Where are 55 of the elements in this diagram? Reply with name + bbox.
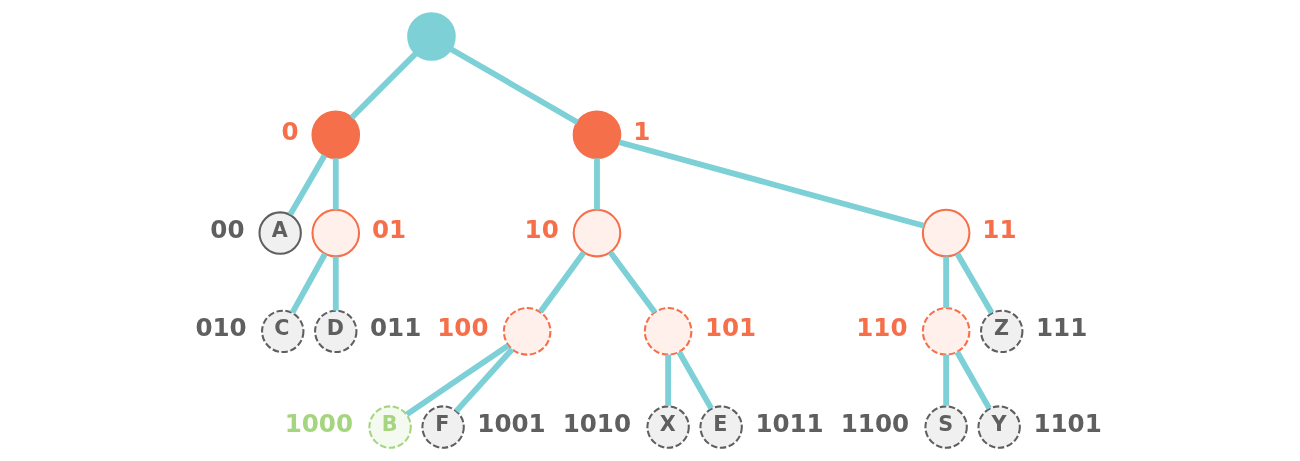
node-label: 011 bbox=[370, 313, 422, 343]
connector bbox=[405, 343, 510, 417]
node-label: 0 bbox=[281, 116, 299, 146]
node-label: 1000 bbox=[284, 408, 354, 438]
node-circle bbox=[921, 307, 971, 356]
node-circle bbox=[502, 307, 552, 356]
node-label: 111 bbox=[1036, 313, 1088, 343]
node-circle: F bbox=[421, 405, 465, 449]
node-label: 11 bbox=[982, 214, 1017, 244]
node-label: 010 bbox=[195, 313, 247, 343]
node-circle bbox=[407, 12, 456, 61]
node-label: 110 bbox=[856, 313, 908, 343]
connector bbox=[954, 252, 995, 315]
node-label: 101 bbox=[704, 313, 757, 343]
node-label: 01 bbox=[371, 214, 407, 244]
node-label: 1001 bbox=[477, 408, 546, 438]
node-label: 1010 bbox=[562, 408, 632, 438]
connector bbox=[608, 250, 658, 314]
connector bbox=[332, 256, 339, 311]
connector bbox=[943, 256, 950, 308]
connector bbox=[454, 347, 515, 414]
connector bbox=[289, 252, 328, 315]
node-label: 1101 bbox=[1033, 408, 1102, 438]
node-circle: S bbox=[924, 405, 968, 449]
node-label: 100 bbox=[437, 313, 489, 343]
node-circle: Y bbox=[977, 405, 1021, 449]
node-circle bbox=[311, 208, 361, 258]
node-circle bbox=[572, 208, 622, 258]
node-circle: B bbox=[368, 405, 412, 449]
node-circle bbox=[643, 307, 693, 356]
node-circle: C bbox=[261, 309, 305, 354]
node-circle: E bbox=[699, 405, 743, 449]
connector bbox=[449, 46, 579, 125]
node-circle: Z bbox=[980, 309, 1024, 354]
node-circle: A bbox=[258, 211, 302, 255]
connector bbox=[332, 158, 339, 210]
node-label: 10 bbox=[524, 214, 559, 244]
node-label: 1 bbox=[633, 116, 651, 146]
node-circle: D bbox=[314, 309, 358, 354]
node-circle bbox=[311, 110, 361, 160]
connector bbox=[594, 158, 600, 210]
connector bbox=[665, 354, 671, 406]
connector bbox=[676, 350, 714, 410]
node-label: 1011 bbox=[755, 408, 824, 438]
connector bbox=[943, 354, 950, 406]
node-label: 00 bbox=[210, 214, 245, 244]
connector bbox=[349, 51, 418, 120]
node-label: 1100 bbox=[840, 408, 910, 438]
connector bbox=[618, 139, 925, 229]
node-circle: X bbox=[646, 405, 690, 449]
node-circle bbox=[921, 208, 971, 258]
connector bbox=[954, 350, 992, 410]
node-circle bbox=[572, 110, 622, 160]
connector bbox=[287, 154, 328, 216]
connector bbox=[538, 250, 587, 314]
